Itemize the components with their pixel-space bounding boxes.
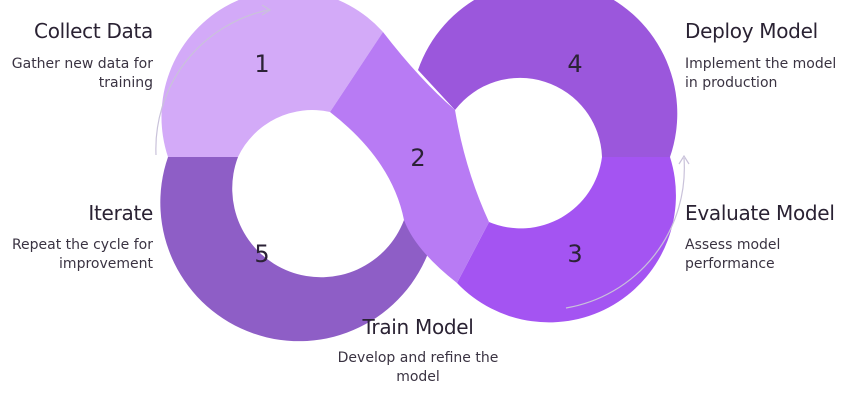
step-1-title: Collect Data bbox=[34, 19, 153, 43]
segment-number-2: 2 bbox=[410, 144, 425, 172]
segment-step-2 bbox=[330, 32, 489, 283]
cycle-arrow-bottom-right bbox=[565, 157, 685, 309]
segment-number-5: 5 bbox=[254, 240, 269, 268]
step-3-description-line-1: Assess model bbox=[685, 237, 781, 253]
cycle-arrow-top-left bbox=[155, 9, 269, 156]
segment-step-3 bbox=[457, 157, 676, 323]
step-3-description-line-2: performance bbox=[685, 256, 775, 272]
segment-number-4: 4 bbox=[567, 50, 582, 78]
segment-step-4 bbox=[418, 0, 678, 157]
step-1-description-line-1: Gather new data for bbox=[11, 56, 153, 72]
step-4-description: Implement the model in production bbox=[685, 55, 845, 93]
segment-number-1: 1 bbox=[254, 50, 269, 78]
step-4-description-line-1: Implement the model bbox=[685, 56, 837, 72]
step-4-description-line-2: in production bbox=[685, 75, 778, 91]
segment-step-5 bbox=[160, 157, 430, 342]
step-5-title: Iterate bbox=[88, 201, 153, 225]
step-5-description-line-2: improvement bbox=[59, 256, 153, 272]
segment-step-1 bbox=[161, 0, 383, 157]
step-3-description: Assess model performance bbox=[685, 236, 835, 274]
step-5-description: Repeat the cycle for improvement bbox=[0, 236, 153, 274]
cycle-arrow-top-left-head bbox=[261, 4, 272, 16]
step-3-title: Evaluate Model bbox=[685, 201, 835, 225]
step-1-description-line-2: training bbox=[98, 75, 153, 91]
step-2-description: Develop and refine the model bbox=[318, 349, 518, 387]
step-2-description-line-2: model bbox=[396, 369, 440, 385]
step-4-title: Deploy Model bbox=[685, 19, 818, 43]
step-2-title: Train Model bbox=[362, 315, 474, 339]
segment-number-3: 3 bbox=[567, 240, 582, 268]
step-5-description-line-1: Repeat the cycle for bbox=[11, 237, 153, 253]
cycle-arrow-bottom-right-head bbox=[678, 154, 690, 165]
step-2-description-line-1: Develop and refine the bbox=[337, 350, 499, 366]
step-1-description: Gather new data for training bbox=[0, 55, 153, 93]
